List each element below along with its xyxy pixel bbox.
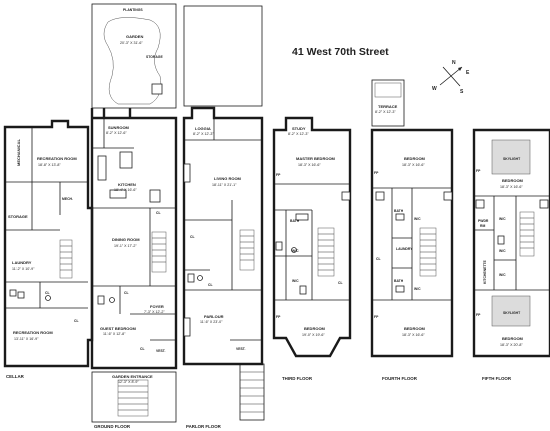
master-bedroom-label: MASTER BEDROOM (296, 156, 336, 161)
fifth-bedroom2-label: BEDROOM (502, 336, 524, 341)
cellar-cl-label: CL (45, 291, 50, 295)
guest-bedroom-dim: 11'-6" X 12'-8" (103, 332, 126, 336)
fourth-cl-label: CL (376, 257, 381, 261)
compass-icon: N E S W (432, 60, 470, 95)
garden-entrance-label: GARDEN ENTRANCE (112, 374, 153, 379)
fourth-bedroom-label: BEDROOM (404, 156, 426, 161)
fourth-laundry-label: LAUNDRY (396, 247, 413, 251)
fourth-wc2-label: W/C (414, 287, 421, 291)
fifth-rm-label: RM (480, 224, 485, 228)
fourth-fp-label: FP (374, 171, 379, 175)
fourth-wc-label: W/C (414, 217, 421, 221)
fifth-bedroom2-dim: 18'-3" X 20'-8" (500, 343, 523, 347)
parlor-cl-label: CL (190, 235, 195, 239)
ground-cl2-label: CL (124, 291, 129, 295)
parlor-vest-label: VEST. (236, 347, 246, 351)
parlor-floor-plan (182, 5, 265, 421)
fifth-kitchenette-label: KITCHENETTE (483, 260, 487, 284)
parlour-dim: 11'-6" X 23'-0" (200, 320, 223, 324)
fifth-wc2-label: W/C (499, 249, 506, 253)
terrace-label: TERRACE (378, 104, 398, 109)
foyer-label: FOYER (150, 304, 164, 309)
fourth-bedroom2-label: BEDROOM (404, 326, 426, 331)
sunroom-dim: 8'-2" X 12'-6" (106, 131, 127, 135)
third-cl-label: CL (338, 281, 343, 285)
ground-cl3-label: CL (140, 347, 145, 351)
cellar-floor-label: CELLAR (6, 374, 25, 379)
loggia-label: LOGGIA (195, 126, 211, 131)
third-floor-label: THIRD FLOOR (282, 376, 313, 381)
sunroom-label: SUNROOM (108, 125, 130, 130)
fourth-floor-plan (370, 79, 454, 358)
third-wc-label: W/C (292, 249, 299, 253)
fifth-wc-label: W/C (499, 217, 506, 221)
cellar-mechanical-label: MECHANICAL (16, 139, 21, 166)
parlour-label: PARLOUR (204, 314, 224, 319)
fifth-fp-label: FP (476, 169, 481, 173)
third-wc2-label: W/C (292, 279, 299, 283)
third-floor-plan (272, 116, 352, 358)
cellar-rec-room-label: RECREATION ROOM (37, 156, 77, 161)
fourth-bedroom-dim: 18'-3" X 16'-6" (402, 163, 425, 167)
guest-bedroom-label: GUEST BEDROOM (100, 326, 136, 331)
study-label: STUDY (292, 126, 306, 131)
cellar-laundry-label: LAUNDRY (12, 260, 32, 265)
study-dim: 8'-2" X 12'-3" (288, 132, 309, 136)
cellar-rec-room2-dim: 13'-11" X 16'-9" (14, 337, 39, 341)
compass-n: N (452, 60, 456, 66)
plantings-label: PLANTINGS (123, 8, 143, 12)
cellar-rec-room-dim: 18'-8" X 13'-8" (38, 163, 61, 167)
loggia-dim: 8'-2" X 12'-3" (193, 132, 214, 136)
third-bedroom-dim: 19'-0" X 19'-6" (302, 333, 325, 337)
cellar-cl2-label: CL (74, 319, 79, 323)
fifth-floor-plan (472, 128, 550, 358)
dining-room-dim: 19'-1" X 17'-2" (114, 244, 137, 248)
parlor-floor-label: PARLOR FLOOR (186, 424, 222, 429)
fifth-skylight-label: SKYLIGHT (503, 157, 521, 161)
dining-room-label: DINING ROOM (112, 237, 140, 242)
fourth-floor-label: FOURTH FLOOR (382, 376, 418, 381)
garden-label: GARDEN (126, 34, 143, 39)
fifth-skylight2-label: SKYLIGHT (503, 311, 521, 315)
parlor-cl2-label: CL (208, 283, 213, 287)
master-bedroom-dim: 18'-3" X 16'-6" (298, 163, 321, 167)
fifth-bedroom-label: BEDROOM (502, 178, 524, 183)
garden-storage-label: STORAGE (146, 55, 163, 59)
foyer-dim: 7'-3" X 12'-2" (144, 310, 165, 314)
fourth-bath-label: BATH (394, 209, 404, 213)
fourth-bath2-label: BATH (394, 279, 404, 283)
cellar-laundry-dim: 11'-2" X 10'-9" (12, 267, 35, 271)
cellar-plan (3, 119, 94, 368)
fifth-floor-label: FIFTH FLOOR (482, 376, 512, 381)
ground-cl-label: CL (156, 211, 161, 215)
third-fp2-label: FP (276, 315, 281, 319)
plan-title: 41 West 70th Street (292, 46, 389, 58)
fifth-wc3-label: W/C (499, 273, 506, 277)
garden-dim: 20'-3" X 31'-6" (120, 41, 143, 45)
fourth-fp2-label: FP (374, 315, 379, 319)
cellar-storage-label: STORAGE (8, 214, 28, 219)
fifth-fp2-label: FP (476, 313, 481, 317)
fifth-bedroom-dim: 18'-3" X 16'-6" (500, 185, 523, 189)
ground-floor-plan (90, 3, 178, 423)
garden-entrance-dim: 12'-3" X 8'-9" (118, 380, 139, 384)
third-bedroom-label: BEDROOM (304, 326, 326, 331)
kitchen-label: KITCHEN (118, 182, 136, 187)
ground-floor-label: GROUND FLOOR (94, 424, 131, 429)
third-bath-label: BATH (290, 219, 300, 223)
fourth-bedroom2-dim: 18'-3" X 16'-6" (402, 333, 425, 337)
kitchen-dim: 18'-4" X 16'-6" (114, 188, 137, 192)
third-fp-label: FP (276, 173, 281, 177)
cellar-mech-label: MECH. (62, 197, 73, 201)
compass-e: E (466, 70, 470, 76)
living-room-dim: 18'-11" X 21'-1" (212, 183, 237, 187)
compass-s: S (460, 89, 464, 95)
compass-w: W (432, 86, 437, 92)
cellar-rec-room2-label: RECREATION ROOM (13, 330, 53, 335)
terrace-dim: 8'-2" X 12'-3" (375, 110, 396, 114)
ground-vest-label: VEST. (156, 349, 166, 353)
living-room-label: LIVING ROOM (214, 176, 242, 181)
fifth-pwdr-label: PWDR (478, 219, 489, 223)
